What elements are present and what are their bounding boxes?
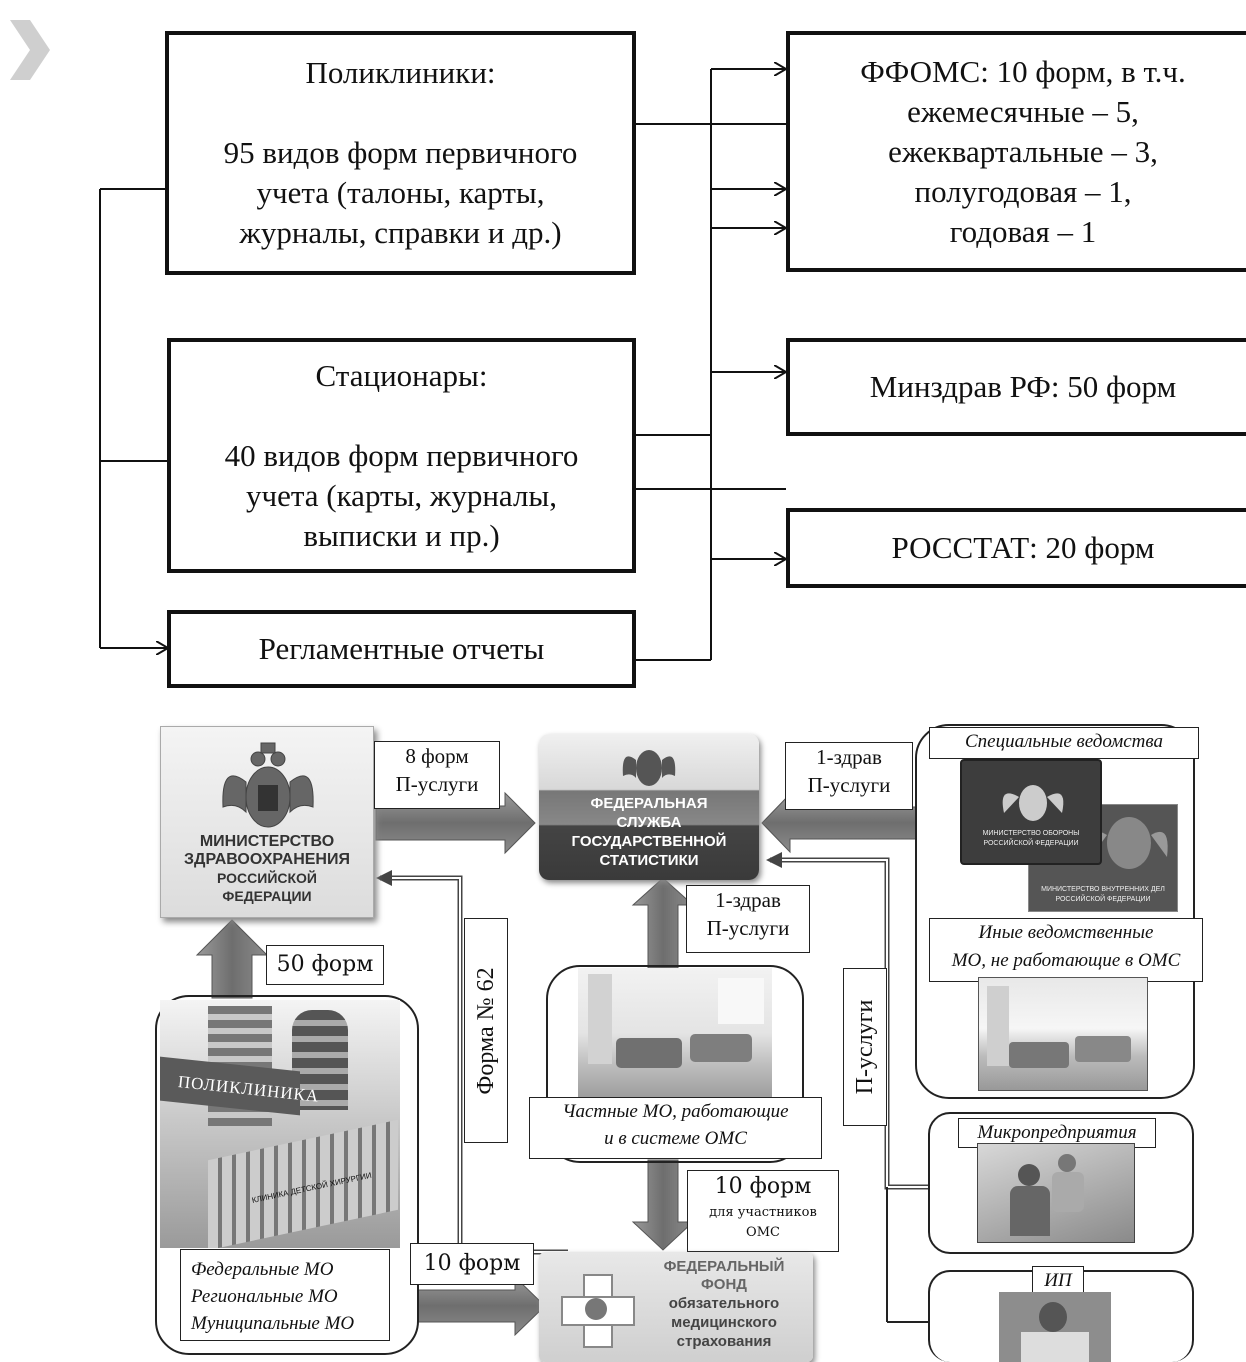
ffoms-line-2: ежемесячные – 5, [907,93,1139,129]
fed-mo-group [155,995,419,1355]
label-fed-mo-line-2: Региональные МО [191,1286,338,1307]
label-1zdrav-right-line-2: П-услуги [807,773,891,797]
clinics-title: Поликлиники: [305,55,496,90]
clinics-line-1: 95 видов форм первичного [223,135,578,170]
label-10-forms-bottom-text: 10 форм [423,1251,521,1276]
rosstat-emb-line-3: ГОСУДАРСТВЕННОЙ [571,833,727,850]
label-fed-mo: Федеральные МО Региональные МО Муниципал… [180,1249,390,1341]
eagle-emblem-icon [222,742,314,828]
label-1zdrav-mid: 1-здрав П-услуги [686,885,810,953]
label-1zdrav-mid-line-2: П-услуги [706,916,790,940]
mvd-text-1: МИНИСТЕРСТВО ВНУТРЕННИХ ДЕЛ [1041,886,1165,893]
mvd-photo: МИНИСТЕРСТВО ОБОРОНЫ РОССИЙСКОЙ ФЕДЕРАЦИ… [960,759,1102,865]
reports-label: Регламентные отчеты [258,631,545,666]
label-form-62-text: Форма № 62 [473,966,499,1095]
minzdrav-label: Минздрав РФ: 50 форм [869,369,1177,404]
special-depts-group [915,724,1195,1099]
label-private-mo-line-2: и в системе ОМС [604,1128,747,1149]
ffoms-panel: ФЕДЕРАЛЬНЫЙ ФОНД обязательного медицинск… [539,1252,813,1362]
other-depts-photo [978,977,1148,1091]
clinics-line-3: журналы, справки и др.) [239,215,562,250]
ffoms-line-4: полугодовая – 1, [914,173,1132,209]
label-other-depts-line-1: Иные ведомственные [978,922,1154,943]
label-private-mo-line-1: Частные МО, работающие [562,1101,789,1122]
clinics-box: Поликлиники: 95 видов форм первичного уч… [165,31,636,275]
arrow-private-rosstat [631,877,695,969]
ministry-health-panel: МИНИСТЕРСТВО ЗДРАВООХРАНЕНИЯ РОССИЙСКОЙ … [160,726,374,918]
rosstat-label: РОССТАТ: 20 форм [891,530,1155,565]
label-1zdrav-right-line-1: 1-здрав [816,745,882,769]
label-fed-mo-line-3: Муниципальные МО [191,1313,355,1334]
rosstat-panel: ФЕДЕРАЛЬНАЯ СЛУЖБА ГОСУДАРСТВЕННОЙ СТАТИ… [539,734,759,880]
ffoms-emb-line-2: ФОНД [701,1276,747,1293]
ministry-line-2: ЗДРАВООХРАНЕНИЯ [184,851,350,868]
ministry-line-4: ФЕДЕРАЦИИ [222,888,312,904]
ip-photo [999,1292,1111,1362]
label-50-forms-text: 50 форм [276,952,374,977]
hospitals-title: Стационары: [315,357,488,393]
ministry-line-1: МИНИСТЕРСТВО [199,833,335,850]
ffoms-line-3: ежеквартальные – 3, [888,133,1158,169]
label-10-forms-oms: 10 форм для участников ОМС [687,1170,839,1252]
label-10-forms-oms-big: 10 форм [714,1174,812,1199]
label-10-forms-oms-small-1: для участников [709,1205,817,1220]
label-other-depts: Иные ведомственные МО, не работающие в О… [929,918,1203,982]
mod-text-1: МИНИСТЕРСТВО ОБОРОНЫ [982,830,1080,837]
label-10-forms-bottom: 10 форм [410,1243,534,1285]
ffoms-box: ФФОМС: 10 форм, в т.ч. ежемесячные – 5, … [786,31,1246,272]
label-special-depts: Специальные ведомства [929,727,1199,759]
label-8-forms: 8 форм П-услуги [374,741,500,809]
label-private-mo: Частные МО, работающие и в системе ОМС [529,1097,822,1159]
label-pservices-vertical-text: П-услуги [852,999,878,1095]
reports-box: Регламентные отчеты [167,610,636,688]
hospitals-line-1: 40 видов форм первичного [224,437,579,473]
ffoms-emb-line-4: медицинского [671,1314,777,1331]
label-1zdrav-right: 1-здрав П-услуги [785,742,913,810]
label-form-62: Форма № 62 [464,918,508,1143]
polyclinic-photo: ПОЛИКЛИНИКА КЛИНИКА ДЕТСКОЙ ХИРУРГИИ [160,1000,400,1248]
label-50-forms: 50 форм [266,945,384,985]
private-mo-photo [578,968,772,1098]
label-1zdrav-mid-line-1: 1-здрав [715,888,781,912]
ffoms-emb-line-1: ФЕДЕРАЛЬНЫЙ [663,1258,785,1275]
rosstat-box: РОССТАТ: 20 форм [786,508,1246,588]
micro-group [928,1112,1194,1254]
mvd-text-2: РОССИЙСКОЙ ФЕДЕРАЦИИ [1055,896,1151,903]
private-mo-group [546,965,804,1163]
label-micro-text: Микропредприятия [977,1122,1137,1143]
rosstat-emb-line-4: СТАТИСТИКИ [599,852,699,869]
label-10-forms-oms-small-2: ОМС [746,1225,780,1240]
label-pservices-vertical: П-услуги [843,968,887,1126]
clinics-line-2: учета (талоны, карты, [256,175,545,210]
ffoms-line-5: годовая – 1 [949,213,1097,249]
rosstat-eagle-icon [622,750,676,786]
rosstat-emb-line-1: ФЕДЕРАЛЬНАЯ [590,795,708,812]
minzdrav-box: Минздрав РФ: 50 форм [786,338,1246,436]
arrow-private-ffoms [631,1159,695,1251]
ffoms-line-1: ФФОМС: 10 форм, в т.ч. [860,53,1186,89]
mod-eagle-icon [1002,785,1064,821]
micro-photo [977,1143,1135,1243]
label-8-forms-line-2: П-услуги [395,772,479,796]
ffoms-cross-icon [561,1274,635,1348]
ffoms-emb-line-5: страхования [676,1333,772,1350]
corner-chevron-icon [10,20,50,80]
label-fed-mo-line-1: Федеральные МО [191,1259,334,1280]
ministry-line-3: РОССИЙСКОЙ [217,870,317,886]
label-ip-text: ИП [1044,1270,1072,1291]
ffoms-emb-line-3: обязательного [668,1295,780,1312]
rosstat-emb-line-2: СЛУЖБА [616,814,682,831]
arrow-polyclinic-ministry [195,919,269,999]
label-8-forms-line-1: 8 форм [405,744,469,768]
hospitals-box: Стационары: 40 видов форм первичного уче… [167,338,636,573]
label-special-depts-text: Специальные ведомства [964,731,1163,752]
arrow-fedmo-ffoms [417,1275,546,1337]
mod-text-2: РОССИЙСКОЙ ФЕДЕРАЦИИ [983,840,1079,847]
hospitals-line-2: учета (карты, журналы, [245,477,557,513]
label-other-depts-line-2: МО, не работающие в ОМС [951,950,1181,971]
hospitals-line-3: выписки и пр.) [303,517,500,553]
